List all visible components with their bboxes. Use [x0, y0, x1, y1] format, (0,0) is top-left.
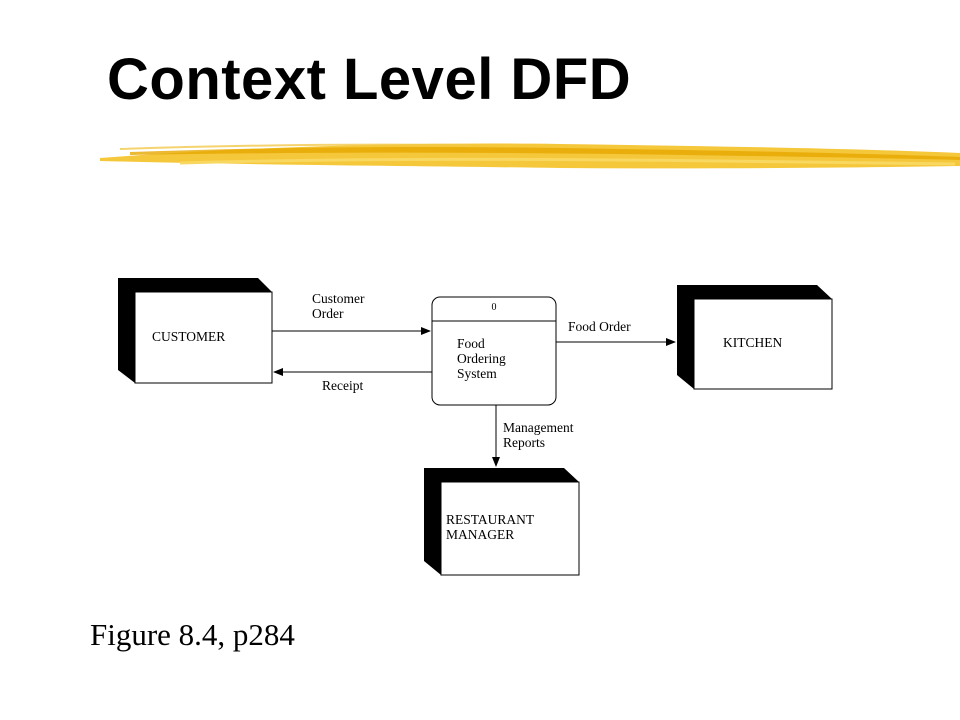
- flow-customer-order-label-line1: Customer: [312, 291, 365, 306]
- process-name-line2: Ordering: [457, 351, 506, 366]
- flow-customer-order-label-line2: Order: [312, 306, 344, 321]
- flow-food-order: Food Order: [556, 319, 676, 346]
- restaurant-manager-entity: RESTAURANT MANAGER: [424, 468, 580, 576]
- slide-title: Context Level DFD: [107, 47, 632, 112]
- kitchen-label: KITCHEN: [723, 335, 782, 350]
- flow-management-reports: Management Reports: [492, 405, 574, 467]
- flow-management-reports-label-line1: Management: [503, 420, 574, 435]
- flow-food-order-label: Food Order: [568, 319, 631, 334]
- kitchen-entity: KITCHEN: [677, 285, 833, 390]
- process-name-line1: Food: [457, 336, 485, 351]
- flow-receipt-label: Receipt: [322, 378, 363, 393]
- manager-label-line1: RESTAURANT: [446, 512, 535, 527]
- customer-entity: CUSTOMER: [118, 278, 273, 384]
- figure-caption: Figure 8.4, p284: [90, 617, 295, 652]
- title-underline: [100, 143, 960, 169]
- flow-receipt: Receipt: [273, 368, 432, 393]
- process-id: 0: [492, 302, 497, 313]
- process-name-line3: System: [457, 366, 497, 381]
- flow-customer-order: Customer Order: [272, 291, 431, 335]
- manager-label-line2: MANAGER: [446, 527, 514, 542]
- customer-label: CUSTOMER: [152, 329, 225, 344]
- flow-management-reports-label-line2: Reports: [503, 435, 545, 450]
- process-food-ordering-system: 0 Food Ordering System: [431, 296, 557, 406]
